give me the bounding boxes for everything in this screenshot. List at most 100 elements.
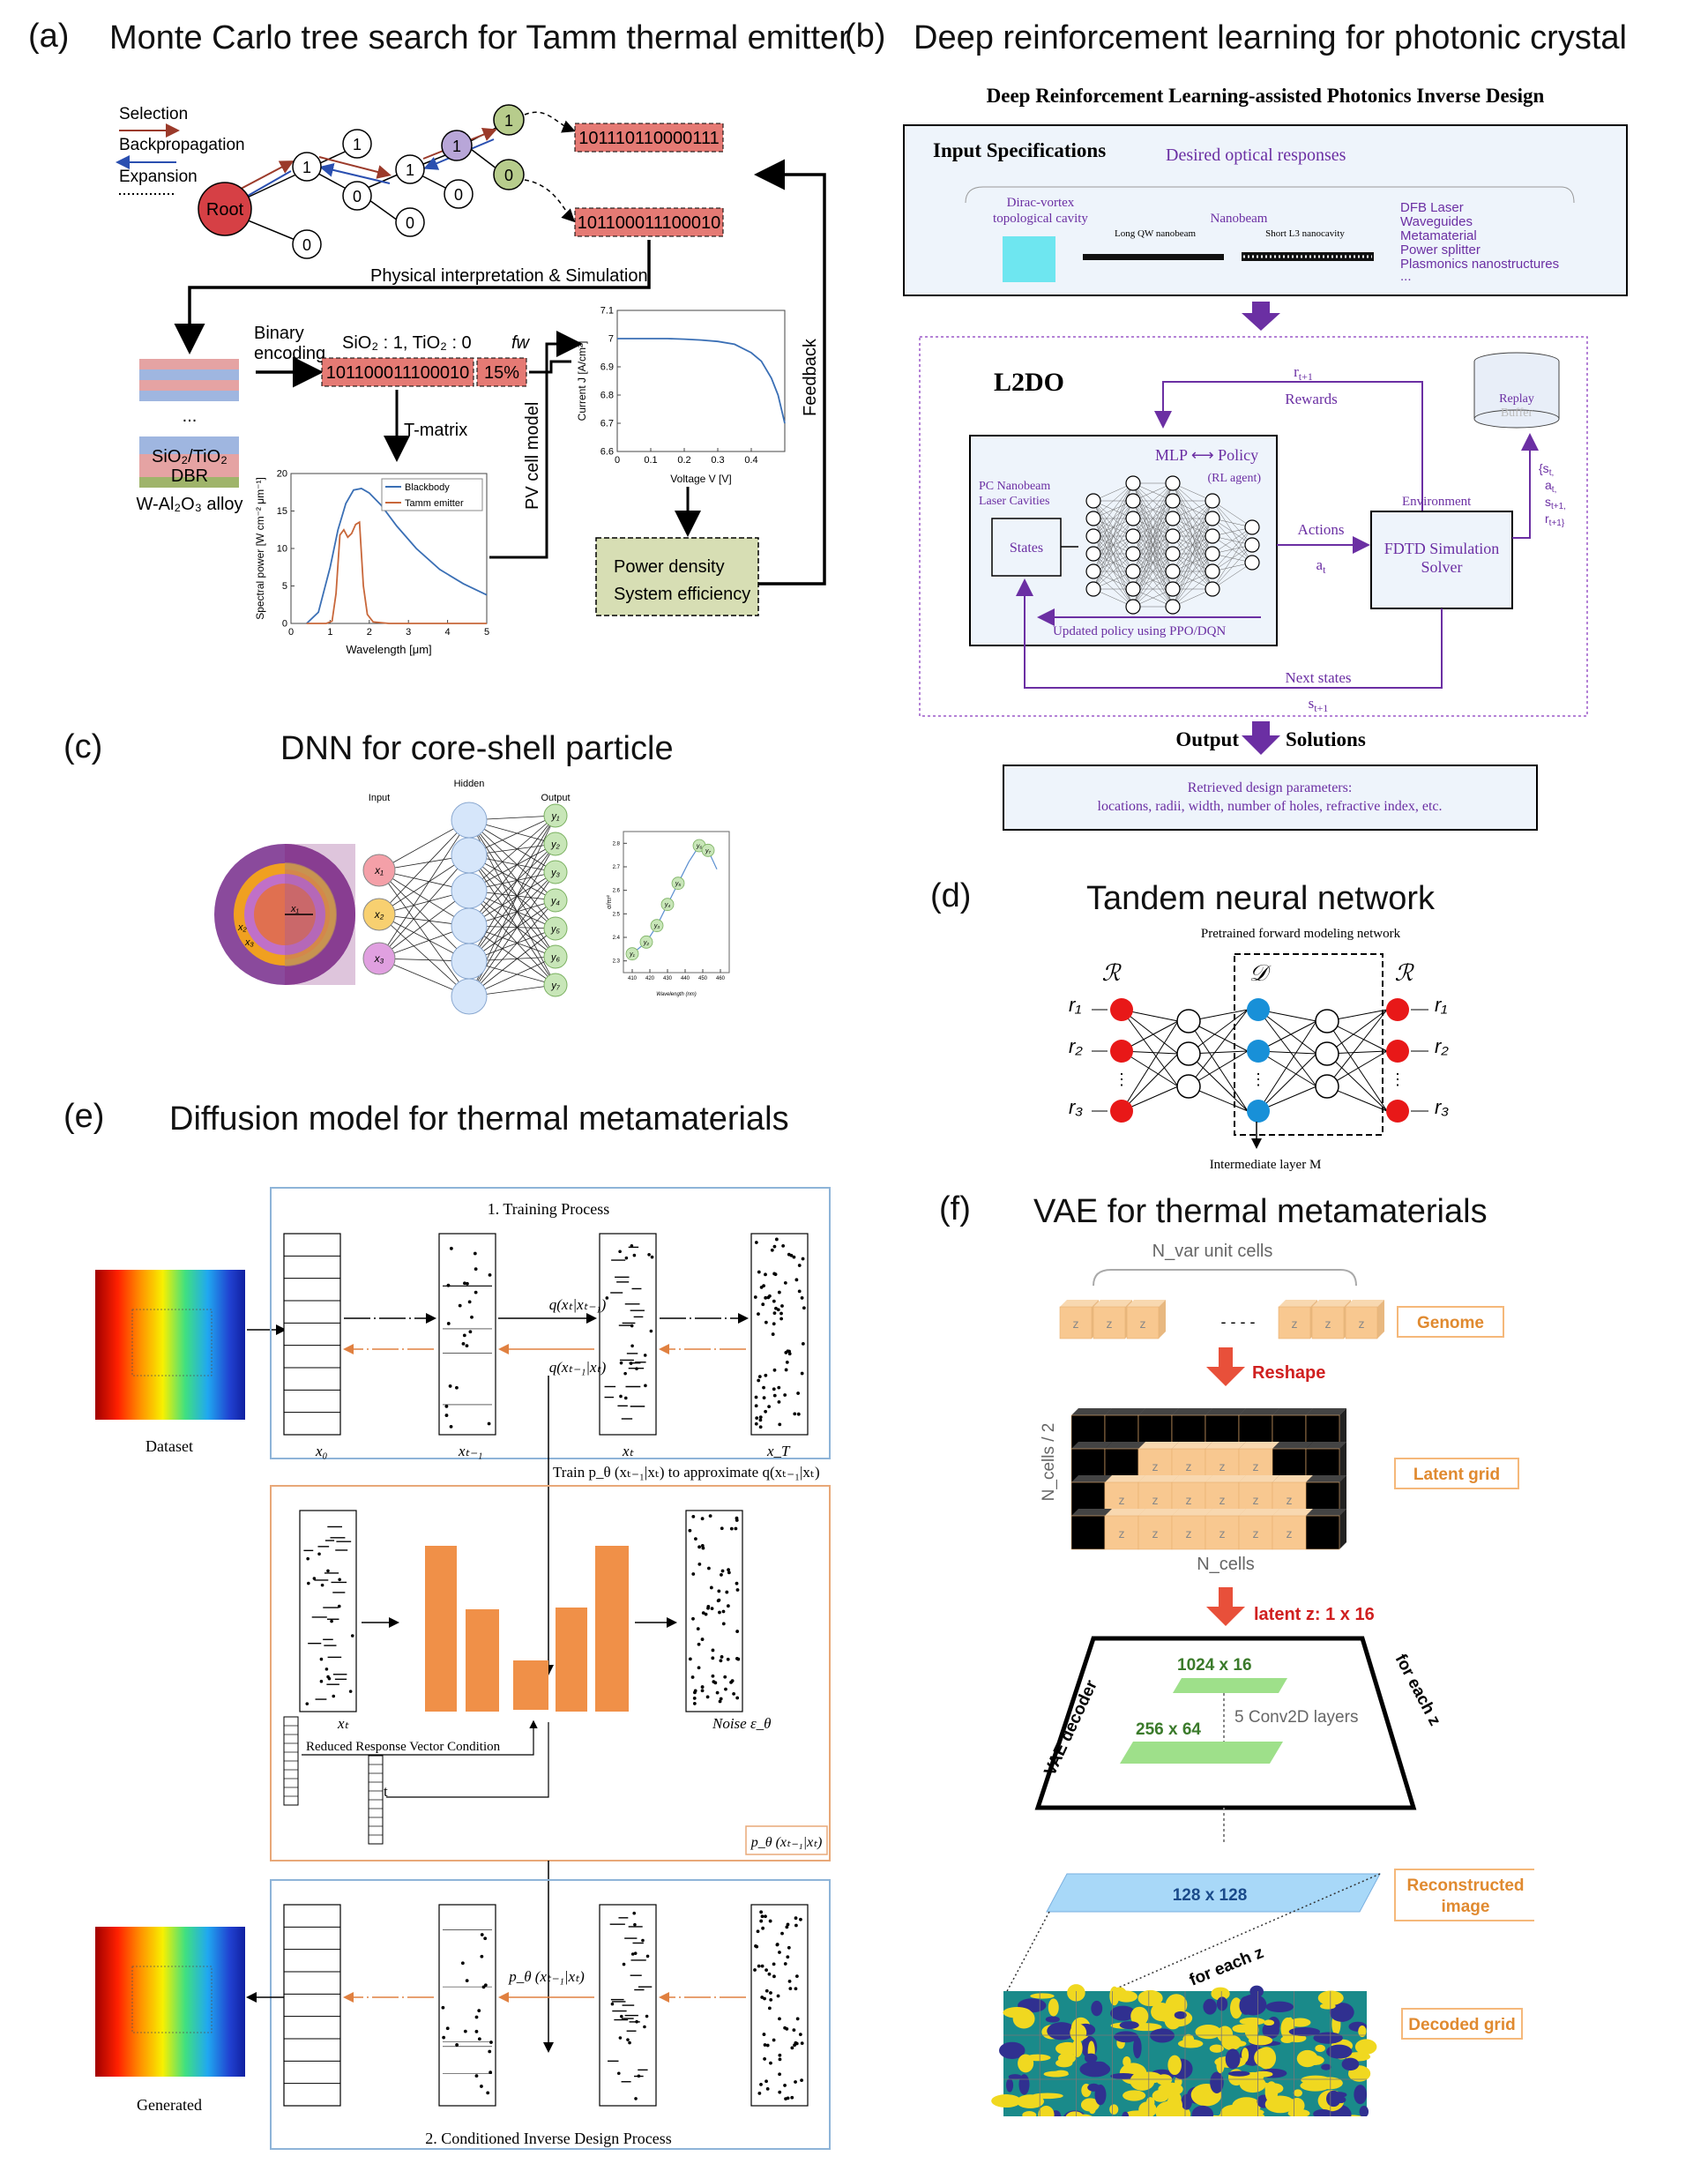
cell-z-label: z bbox=[1359, 1317, 1365, 1331]
encoded-bits: 101100011100010 bbox=[326, 363, 469, 383]
hidden-neuron-1 bbox=[1176, 1074, 1201, 1099]
mlp-neuron bbox=[1244, 519, 1260, 535]
x-tick-label: 5 bbox=[484, 627, 489, 638]
cell-z-label: z bbox=[1292, 1317, 1298, 1331]
mlp-neuron bbox=[1165, 511, 1181, 526]
y-tick-label: 6.9 bbox=[600, 362, 614, 373]
next-states-label: Next states bbox=[1285, 669, 1351, 686]
input-header: Input bbox=[369, 793, 390, 803]
updated-policy: Updated policy using PPO/DQN bbox=[1053, 624, 1226, 638]
binary-encoding-1: Binary bbox=[254, 324, 304, 343]
tuple-a: at, bbox=[1545, 478, 1556, 495]
replay-label: Replay bbox=[1499, 392, 1534, 406]
spec-legend-tamm: Tamm emitter bbox=[405, 498, 464, 509]
mlp-neuron bbox=[1205, 563, 1220, 579]
panel-e-label: (e) bbox=[63, 1098, 105, 1135]
mlp-neuron bbox=[1085, 493, 1101, 509]
ncells-half-label: N_cells / 2 bbox=[1040, 1423, 1058, 1502]
core-x1: x₁ bbox=[290, 904, 300, 914]
cell-z-label: z bbox=[1287, 1526, 1293, 1541]
spectrum-point bbox=[660, 898, 675, 912]
output-neuron bbox=[543, 916, 568, 941]
output-neuron-label: y₇ bbox=[550, 981, 561, 991]
states-label: States bbox=[1010, 541, 1043, 556]
fdtd-label-2: Solver bbox=[1421, 558, 1463, 576]
output-neuron-label: y₄ bbox=[550, 896, 560, 906]
panel-d-title: Tandem neural network bbox=[1086, 880, 1435, 917]
nanobeam-label: Nanobeam bbox=[1211, 212, 1268, 226]
input-neuron bbox=[362, 854, 396, 887]
hidden-neuron bbox=[451, 837, 488, 874]
fdtd-solver-box bbox=[1370, 511, 1513, 609]
l2do-label: L2DO bbox=[994, 368, 1064, 397]
D-neuron bbox=[1247, 1040, 1270, 1063]
unit-cell bbox=[1104, 1515, 1139, 1550]
output-neuron bbox=[543, 973, 568, 997]
mlp-neuron bbox=[1165, 546, 1181, 562]
environment-label: Environment bbox=[1402, 495, 1472, 509]
spectrum-point-label: y₄ bbox=[664, 902, 671, 908]
svg-text:0: 0 bbox=[406, 214, 414, 232]
r1-right: r₁ bbox=[1435, 994, 1447, 1016]
dirac-vortex: Dirac-vortex bbox=[1007, 196, 1075, 210]
x-tick-label: 410 bbox=[628, 976, 638, 981]
noise-label: Noise ε_θ bbox=[712, 1715, 772, 1732]
cell-z-label: z bbox=[1253, 1526, 1259, 1541]
app-plasmonics: Plasmonics nanostructures bbox=[1400, 257, 1559, 272]
D-label: 𝒟 bbox=[1249, 960, 1272, 986]
core-x3: x₃ bbox=[244, 937, 255, 948]
mlp-neuron bbox=[1165, 528, 1181, 544]
y-tick-label: 10 bbox=[277, 544, 287, 555]
R-right: ℛ bbox=[1395, 960, 1415, 986]
drl-header: Deep Reinforcement Learning-assisted Pho… bbox=[987, 85, 1545, 107]
output-neuron-label: y₆ bbox=[550, 952, 561, 963]
retrieved-title: Retrieved design parameters: bbox=[1188, 780, 1353, 795]
code-1: 101110110000111 bbox=[578, 129, 719, 148]
hidden-neuron bbox=[451, 872, 488, 909]
x-tick-label: 0.1 bbox=[644, 455, 657, 466]
fdtd-label-1: FDTD Simulation bbox=[1384, 540, 1500, 557]
phys-interp-label: Physical interpretation & Simulation bbox=[370, 266, 648, 286]
ptheta-label: p_θ (xₜ₋₁|xₜ) bbox=[750, 1835, 823, 1850]
series-line-0 bbox=[617, 338, 786, 424]
mlp-neuron bbox=[1205, 511, 1220, 526]
x-tick-label: 1 bbox=[327, 627, 332, 638]
xT-label: x_T bbox=[766, 1443, 791, 1459]
y-tick-label: 5 bbox=[282, 581, 287, 592]
r1-left: r₁ bbox=[1069, 994, 1081, 1016]
y-tick-label: 7.1 bbox=[600, 306, 614, 317]
mlp-neuron bbox=[1165, 581, 1181, 597]
next-state-symbol: st+1 bbox=[1309, 695, 1329, 714]
cell-z-label: z bbox=[1073, 1317, 1079, 1331]
unet-block-2 bbox=[513, 1660, 548, 1710]
unet-block-1 bbox=[466, 1609, 499, 1712]
svg-text:1: 1 bbox=[302, 159, 311, 176]
cell-z-label: z bbox=[1140, 1317, 1146, 1331]
short-l3-label: Short L3 nanocavity bbox=[1265, 228, 1345, 239]
mlp-neuron bbox=[1085, 546, 1101, 562]
unit-cell bbox=[1137, 1515, 1173, 1550]
R-right-neuron bbox=[1386, 998, 1409, 1021]
states-box bbox=[991, 518, 1062, 577]
r2-left: r₂ bbox=[1069, 1035, 1083, 1057]
solutions-label: Solutions bbox=[1286, 728, 1366, 750]
y-tick-label: 6.7 bbox=[600, 419, 614, 429]
unit-cell bbox=[1093, 1306, 1126, 1339]
x-tick-label: 3 bbox=[406, 627, 411, 638]
unit-cell bbox=[1070, 1515, 1106, 1550]
pretrained-label: Pretrained forward modeling network bbox=[1201, 927, 1401, 941]
xt-label: xₜ bbox=[622, 1443, 635, 1459]
spectrum-point bbox=[701, 843, 715, 857]
cell-z-label: z bbox=[1119, 1493, 1125, 1507]
mlp-neuron bbox=[1244, 555, 1260, 571]
grid-column bbox=[283, 1904, 341, 2107]
hidden-neuron-2 bbox=[1315, 1009, 1339, 1033]
x-tick-label: 460 bbox=[716, 976, 726, 981]
mlp-neuron bbox=[1205, 493, 1220, 509]
code-2: 101100011100010 bbox=[578, 213, 720, 233]
x-tick-label: 0 bbox=[615, 455, 620, 466]
input-neuron-label: x₁ bbox=[374, 864, 384, 877]
topological-cavity: topological cavity bbox=[993, 212, 1088, 226]
mlp-neuron bbox=[1165, 563, 1181, 579]
unet-block-0 bbox=[425, 1546, 457, 1712]
